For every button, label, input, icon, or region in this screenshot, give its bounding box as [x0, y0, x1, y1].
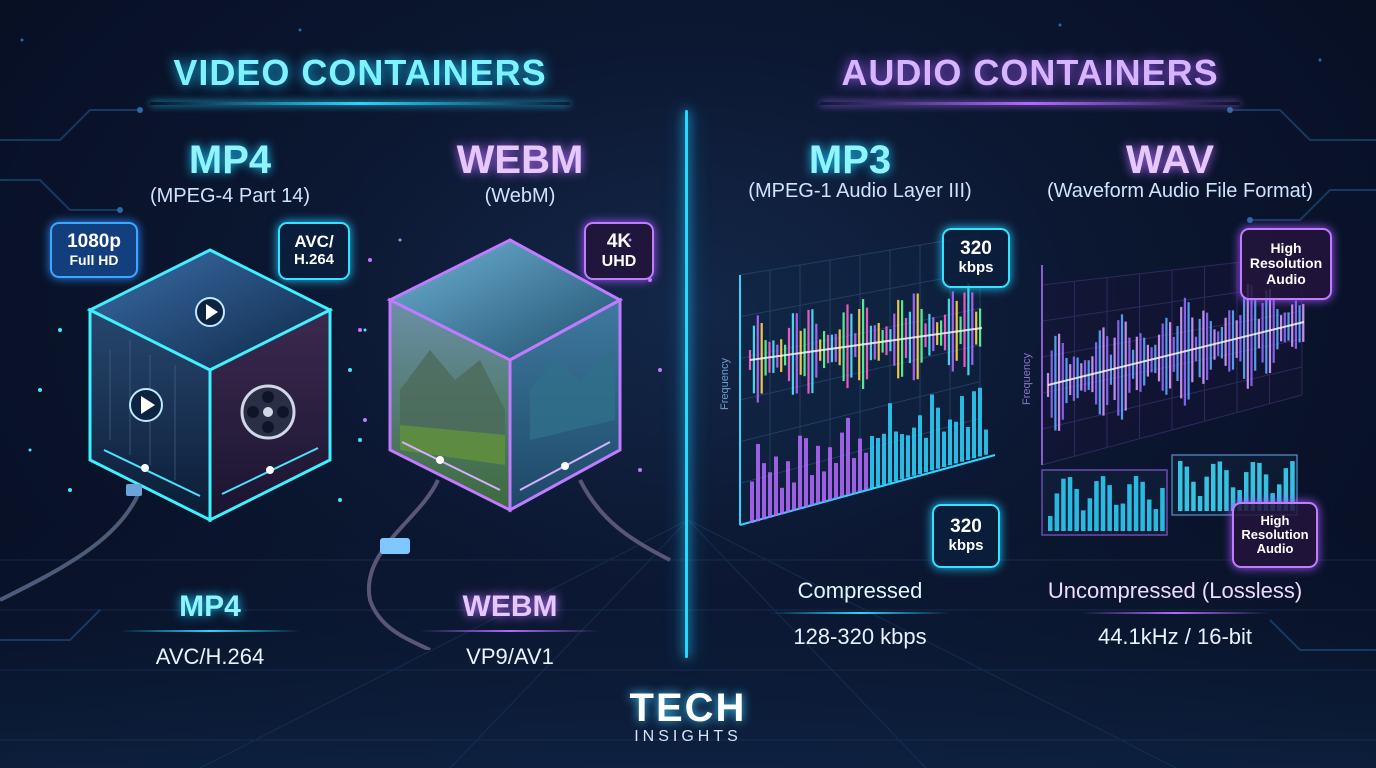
mp4-format-subtitle: (MPEG-4 Part 14)	[149, 185, 311, 207]
mp3-separator	[770, 612, 950, 614]
wav-resolution-badge-bottom: High Resolution Audio	[1232, 502, 1318, 568]
wav-resolution-badge-top-line1: High	[1270, 239, 1302, 256]
mp4-codec-badge-line2: H.264	[293, 251, 335, 269]
mp4-resolution-badge: 1080p Full HD	[50, 222, 138, 278]
webm-bottom-codec: VP9/AV1	[466, 644, 554, 669]
film-reel-icon	[240, 384, 296, 440]
audio-title-highlight: AUDIO	[841, 52, 963, 93]
mp3-axis-label: Frequency	[719, 358, 731, 410]
webm-resolution-badge-line2: UHD	[601, 252, 637, 270]
mp3-format-subtitle: (MPEG-1 Audio Layer III)	[748, 180, 972, 202]
wav-waveform-panel: Frequency	[1021, 254, 1305, 536]
webm-resolution-badge-line1: 4K	[606, 230, 632, 252]
mp4-cube	[0, 248, 367, 602]
logo-tech: TECH	[629, 686, 747, 730]
wav-resolution-badge-top-line3: Audio	[1266, 270, 1306, 287]
mp3-bitrate-badge-top-line1: 320	[960, 238, 992, 260]
wav-resolution-badge-top-line2: Resolution	[1249, 255, 1323, 272]
mp4-bottom-codec: AVC/H.264	[155, 644, 265, 669]
video-section-title: VIDEO CONTAINERS	[100, 52, 620, 98]
video-title-rest: CONTAINERS	[290, 52, 547, 93]
mp4-cable-connector-icon	[0, 489, 142, 602]
wav-compression-label: Uncompressed (Lossless)	[1047, 578, 1303, 603]
mp3-spec-label: 128-320 kbps	[793, 624, 927, 649]
mp3-waveform-icon	[748, 283, 983, 403]
wav-resolution-badge-bottom-line2: Resolution	[1241, 526, 1309, 542]
mp3-bitrate-badge-bottom-line1: 320	[950, 516, 982, 538]
mp4-bottom-name: MP4	[179, 590, 241, 623]
webm-cube	[358, 238, 671, 650]
wav-separator	[1080, 612, 1270, 614]
mp4-bottom-separator	[120, 630, 300, 632]
mp4-resolution-badge-line1: 1080p	[67, 230, 121, 252]
wav-spec-label: 44.1kHz / 16-bit	[1097, 624, 1253, 649]
mp3-bitrate-badge-bottom-line2: kbps	[948, 537, 984, 555]
audio-title-underline	[820, 102, 1240, 105]
mp4-codec-badge: AVC/ H.264	[278, 222, 350, 280]
wav-resolution-badge-bottom-line3: Audio	[1256, 541, 1294, 557]
logo-insights: INSIGHTS	[634, 728, 742, 745]
mp3-bitrate-badge-top: 320 kbps	[942, 228, 1010, 288]
mp3-waveform-panel: Frequency	[719, 234, 996, 526]
webm-cable-connector-icon	[366, 479, 440, 650]
webm-bottom-separator	[420, 630, 600, 632]
mp4-play-icon	[129, 388, 163, 422]
video-title-underline	[150, 102, 570, 105]
wav-resolution-badge-bottom-line1: High	[1260, 512, 1290, 528]
wav-format-name: WAV	[1125, 138, 1215, 182]
mp4-top-play-icon	[195, 297, 225, 327]
audio-title-rest: CONTAINERS	[962, 52, 1219, 93]
webm-bottom-name: WEBM	[462, 590, 558, 623]
wav-axis-label: Frequency	[1021, 353, 1033, 405]
webm-format-subtitle: (WebM)	[484, 185, 556, 207]
audio-section-title: AUDIO CONTAINERS	[770, 52, 1290, 98]
mp3-bitrate-badge-bottom: 320 kbps	[932, 504, 1000, 568]
webm-format-name: WEBM	[456, 138, 584, 182]
section-divider	[685, 110, 688, 658]
mp3-format-name: MP3	[808, 138, 892, 182]
wav-waveform-icon	[1046, 284, 1305, 431]
wav-resolution-badge-top: High Resolution Audio	[1240, 228, 1332, 300]
mp4-format-name: MP4	[188, 138, 272, 182]
mp4-codec-badge-line1: AVC/	[294, 232, 334, 252]
wav-format-subtitle: (Waveform Audio File Format)	[1047, 180, 1313, 202]
mp3-bitrate-badge-top-line2: kbps	[958, 259, 994, 277]
webm-resolution-badge: 4K UHD	[584, 222, 654, 280]
video-title-highlight: VIDEO	[173, 52, 291, 93]
mp3-compression-label: Compressed	[797, 578, 923, 603]
mp4-resolution-badge-line2: Full HD	[69, 251, 119, 268]
